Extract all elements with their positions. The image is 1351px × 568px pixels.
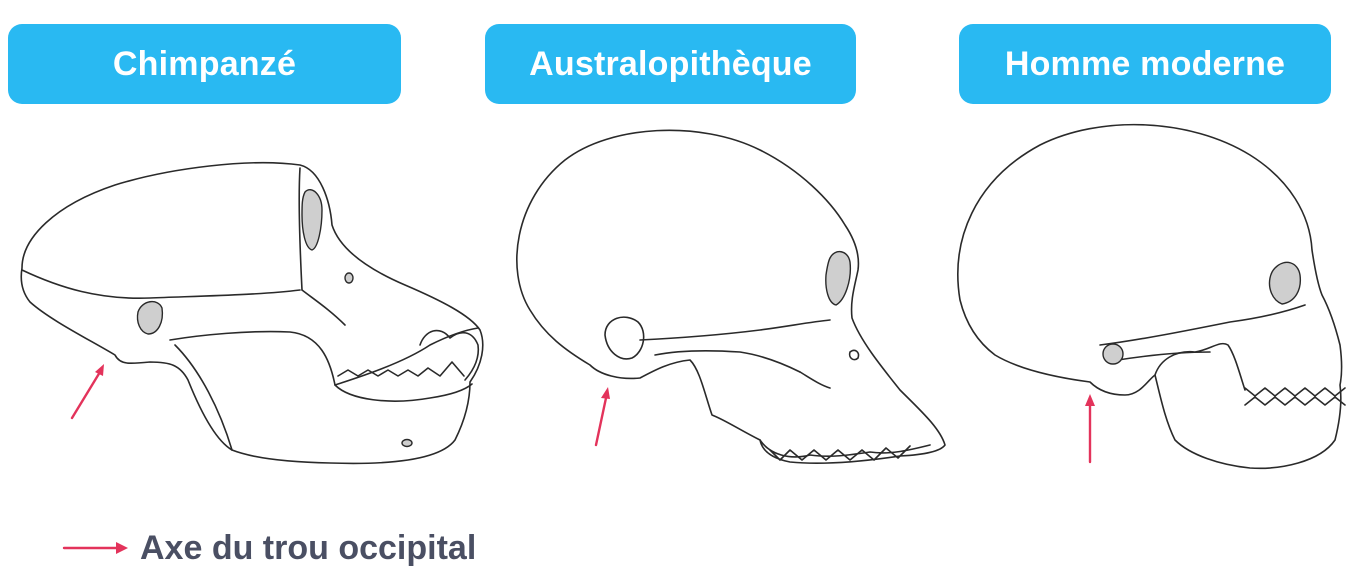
occipital-axis-arrow-icon: [72, 364, 104, 418]
species-title-modern-human: Homme moderne: [959, 24, 1331, 104]
species-title-australopithecus: Australopithèque: [485, 24, 856, 104]
species-title-chimpanzee: Chimpanzé: [8, 24, 401, 104]
legend: Axe du trou occipital: [62, 528, 476, 568]
red-arrow-icon: [62, 538, 130, 558]
occipital-axis-arrow-icon: [596, 387, 610, 445]
species-title-label: Chimpanzé: [113, 45, 296, 84]
skulls-illustration: [0, 120, 1351, 500]
species-title-label: Australopithèque: [529, 45, 812, 84]
species-title-label: Homme moderne: [1005, 45, 1285, 84]
australopithecus-skull-icon: [517, 130, 945, 463]
occipital-axis-arrow-icon: [1085, 394, 1095, 462]
chimpanzee-skull-icon: [21, 163, 482, 464]
modern-human-skull-icon: [958, 125, 1345, 469]
legend-label: Axe du trou occipital: [140, 531, 476, 565]
